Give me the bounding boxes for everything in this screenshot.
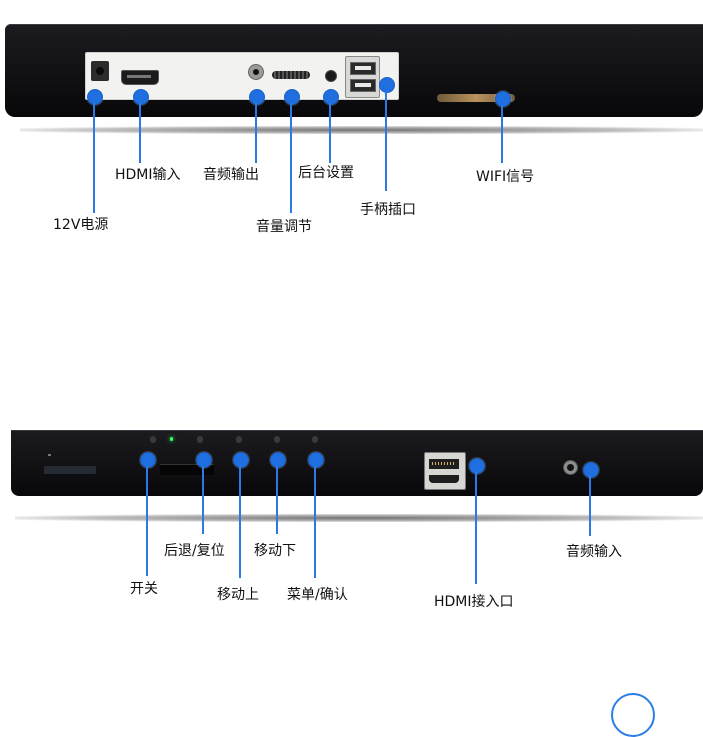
marker-power-switch xyxy=(140,452,156,468)
marker-menu-confirm xyxy=(308,452,324,468)
volume-wheel xyxy=(272,71,310,79)
leader-menu-confirm xyxy=(314,466,316,578)
leader-hdmi-port xyxy=(475,472,477,584)
corner-decoration-arc xyxy=(611,693,655,737)
label-12v-power: 12V电源 xyxy=(53,217,109,233)
label-audio-input: 音频输入 xyxy=(566,544,622,560)
power-led xyxy=(48,454,51,456)
leader-wifi xyxy=(501,105,503,163)
leader-volume xyxy=(290,103,292,213)
button-led-2 xyxy=(197,436,203,443)
power-switch xyxy=(44,466,96,474)
marker-controller xyxy=(379,77,395,93)
controller-usb-ports xyxy=(345,56,380,98)
leader-audio-output xyxy=(255,103,257,163)
marker-settings xyxy=(323,89,339,105)
label-wifi: WIFI信号 xyxy=(476,169,535,185)
bottom-device-shadow xyxy=(15,514,703,522)
leader-hdmi-input xyxy=(139,103,141,163)
marker-hdmi-input xyxy=(133,89,149,105)
marker-move-up xyxy=(233,452,249,468)
dc-power-jack xyxy=(91,61,109,81)
bottom-device-front-panel xyxy=(11,430,703,496)
status-led-green xyxy=(170,437,173,441)
hdmi-input-port xyxy=(121,70,159,85)
button-led-4 xyxy=(274,436,280,443)
leader-audio-input xyxy=(589,476,591,536)
label-controller: 手柄插口 xyxy=(360,202,416,218)
button-led-1 xyxy=(150,436,156,443)
label-volume: 音量调节 xyxy=(256,219,312,235)
marker-volume xyxy=(284,89,300,105)
label-audio-output: 音频输出 xyxy=(203,167,259,183)
marker-audio-output xyxy=(249,89,265,105)
label-power-switch: 开关 xyxy=(130,581,158,597)
label-move-down: 移动下 xyxy=(254,543,296,559)
marker-hdmi-port xyxy=(469,458,485,474)
marker-move-down xyxy=(270,452,286,468)
button-led-5 xyxy=(312,436,318,443)
leader-12v-power xyxy=(93,103,95,213)
leader-move-up xyxy=(239,466,241,578)
leader-power-switch xyxy=(146,466,148,576)
leader-controller xyxy=(385,91,387,191)
marker-back-reset xyxy=(196,452,212,468)
label-move-up: 移动上 xyxy=(217,587,259,603)
hdmi-port-front xyxy=(424,452,466,490)
marker-audio-input xyxy=(583,462,599,478)
wifi-antenna-strip xyxy=(437,94,515,102)
settings-button xyxy=(325,70,337,82)
label-back-reset: 后退/复位 xyxy=(164,543,225,559)
leader-back-reset xyxy=(202,466,204,534)
label-settings: 后台设置 xyxy=(298,165,354,181)
marker-12v-power xyxy=(87,89,103,105)
button-led-3 xyxy=(236,436,242,443)
label-menu-confirm: 菜单/确认 xyxy=(287,587,348,603)
leader-settings xyxy=(329,103,331,163)
leader-move-down xyxy=(276,466,278,534)
label-hdmi-port: HDMI接入口 xyxy=(434,594,514,610)
audio-output-jack xyxy=(248,64,264,80)
top-device-shadow xyxy=(20,126,703,134)
card-slot xyxy=(160,464,214,475)
label-hdmi-input: HDMI输入 xyxy=(115,167,181,183)
audio-input-jack xyxy=(563,460,578,475)
marker-wifi xyxy=(495,91,511,107)
